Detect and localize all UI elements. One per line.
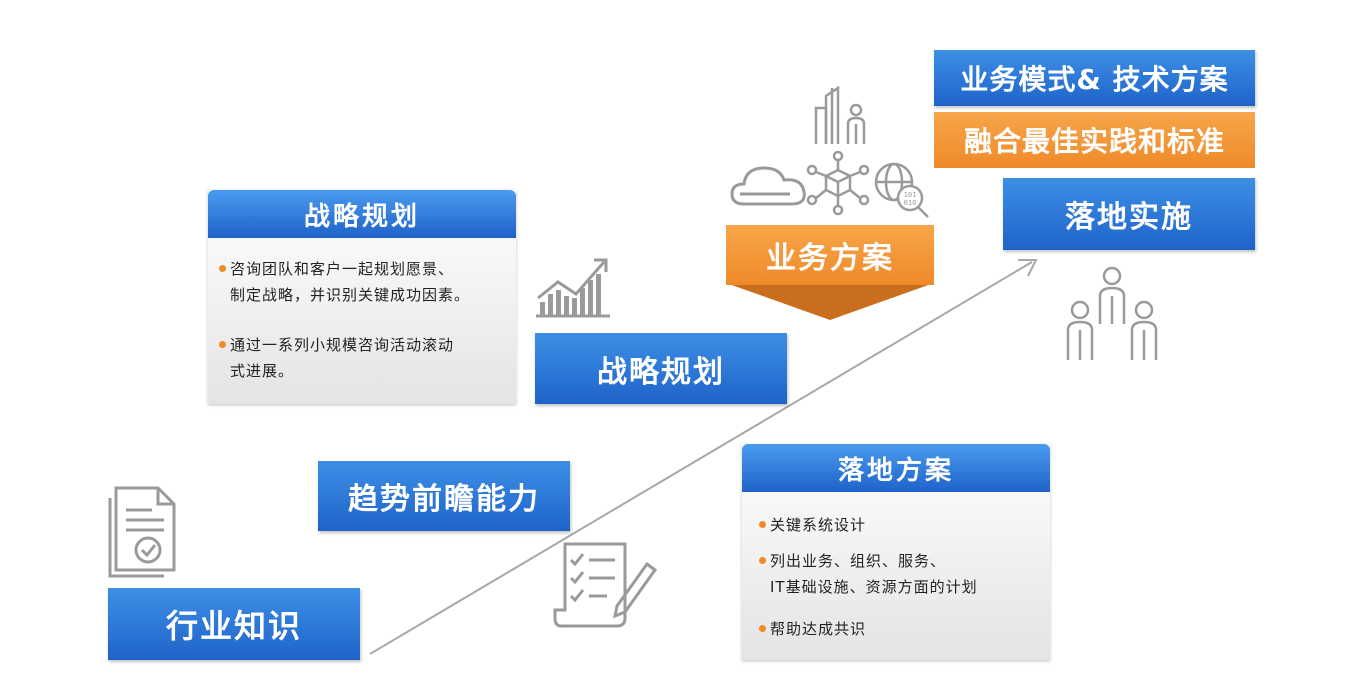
certified-document-icon [108, 486, 176, 578]
industry-knowledge-label: 行业知识 [108, 588, 360, 660]
cloud-icon [730, 166, 806, 206]
growth-chart-icon [536, 258, 610, 318]
strategy-card-title: 战略规划 [208, 190, 516, 238]
business-model-tech-label: 业务模式& 技术方案 [934, 50, 1255, 106]
strategy-planning-label: 战略规划 [535, 333, 787, 404]
landing-card: 落地方案 关键系统设计 列出业务、组织、服务、 IT基础设施、资源方面的计划 帮… [742, 444, 1050, 660]
landing-bullet-2: 列出业务、组织、服务、 IT基础设施、资源方面的计划 [759, 548, 978, 600]
business-solution-chevron [726, 283, 934, 320]
network-cube-icon [806, 150, 870, 216]
strategy-bullet-2: 通过一系列小规模咨询活动滚动 式进展。 [218, 332, 454, 384]
strategy-bullet-1: 咨询团队和客户一起规划愿景、 制定战略，并识别关键成功因素。 [218, 256, 470, 308]
landing-card-title: 落地方案 [742, 444, 1050, 492]
implementation-label: 落地实施 [1003, 178, 1255, 250]
landing-bullet-1: 关键系统设计 [758, 512, 866, 538]
landing-bullet-3: 帮助达成共识 [758, 616, 866, 642]
team-people-icon [1066, 266, 1158, 360]
business-solution-label: 业务方案 [726, 225, 934, 285]
checklist-pencil-icon [553, 542, 658, 628]
strategy-card: 战略规划 咨询团队和客户一起规划愿景、 制定战略，并识别关键成功因素。 通过一系… [208, 190, 516, 404]
trend-foresight-label: 趋势前瞻能力 [318, 461, 570, 531]
best-practice-label: 融合最佳实践和标准 [934, 112, 1255, 168]
svg-text:101: 101 [904, 191, 917, 199]
globe-search-icon: 101 010 [874, 162, 929, 218]
svg-text:010: 010 [904, 199, 917, 207]
building-person-icon [814, 85, 866, 144]
